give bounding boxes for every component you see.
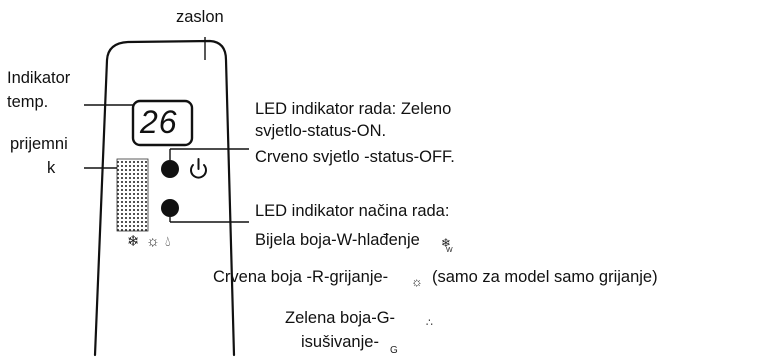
green-dry-label-line1: Zelena boja-G- [285,309,396,327]
mode-led-title: LED indikator načina rada: [255,202,450,220]
green-dry-label-line2: isušivanje- [301,333,379,351]
green-dry-sub-label: G [390,345,398,356]
dry-mode-icon: ∴ [426,317,433,329]
display-window [131,99,194,147]
run-led-label-line3: Crveno svjetlo -status-OFF. [255,148,455,166]
temp-indicator-label-line1: Indikator [7,69,71,87]
device-body [93,39,236,357]
cooling-mode-icon: ❄ [441,236,452,250]
receiver-label-line2: k [47,159,56,177]
run-led-label-line2: svjetlo-status-ON. [255,122,387,140]
heating-mode-icon: ☼ [411,274,423,289]
leader-lines [84,37,249,223]
run-led [161,160,179,178]
cooling-sub-label: W [446,247,453,254]
run-led-label-line1: LED indikator rada: Zeleno [255,100,452,118]
snowflake-icon: ❄ [127,233,140,250]
receiver-window [116,158,149,232]
mode-led [161,199,179,217]
temp-indicator-label-line2: temp. [7,93,49,111]
sun-icon: ☼ [146,233,160,250]
red-heating-note: (samo za model samo grijanje) [432,268,658,286]
power-icon [190,158,207,179]
display-label: zaslon [176,8,224,26]
droplet-icon: 💧︎ [165,233,171,249]
red-heating-label: Crvena boja -R-grijanje- [213,268,389,286]
display-value: 26 [140,104,178,140]
receiver-label-line1: prijemni [10,135,68,153]
white-cooling-label: Bijela boja-W-hlađenje [255,231,420,249]
